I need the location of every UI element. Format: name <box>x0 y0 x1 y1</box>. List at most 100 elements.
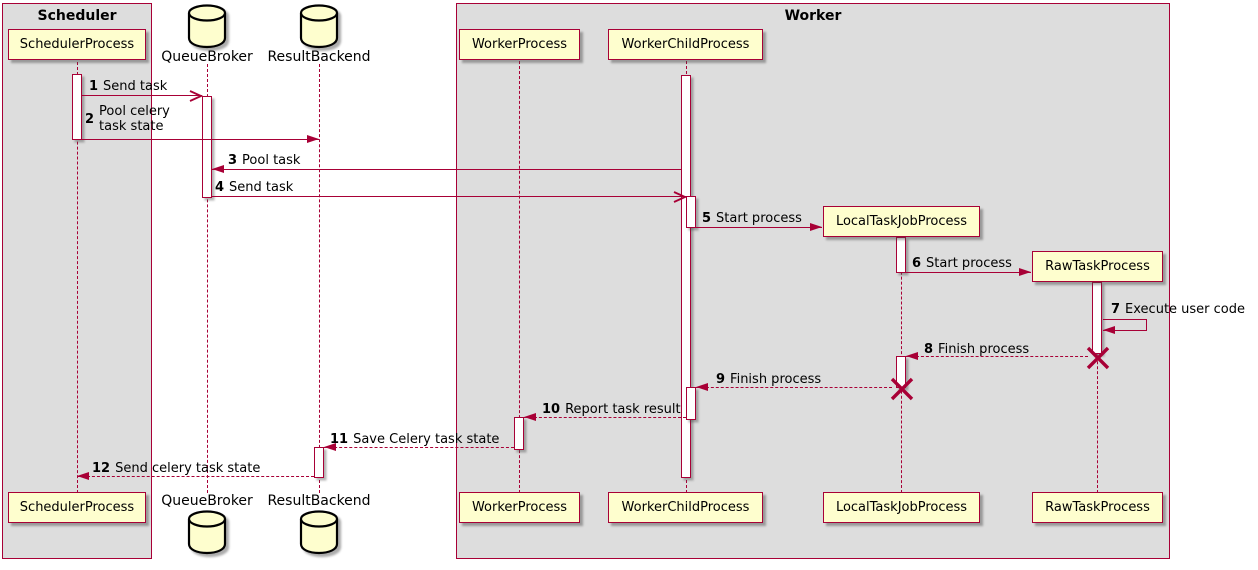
message-10-line <box>524 417 686 418</box>
message-7-self-loop <box>1103 319 1147 331</box>
activation-bar-worker-process <box>514 417 524 450</box>
activation-bar-queue-broker <box>202 96 212 198</box>
message-text: Report task result <box>565 402 681 417</box>
lifeline-result-backend <box>319 64 320 493</box>
participant-local-task-job-process-bottom: LocalTaskJobProcess <box>823 492 980 523</box>
participant-worker-child-process-bottom: WorkerChildProcess <box>608 492 763 523</box>
message-3-line <box>212 169 681 170</box>
message-text: Send task <box>103 79 168 94</box>
participant-label: SchedulerProcess <box>19 500 135 515</box>
destroy-x-icon-local-task-job <box>890 377 914 401</box>
message-6-arrowhead-icon <box>1019 268 1031 276</box>
queue-broker-label-top: QueueBroker <box>161 49 253 65</box>
message-2-label: 2 Pool celery task state <box>85 104 187 134</box>
participant-worker-process-top: WorkerProcess <box>459 29 580 60</box>
worker-group-title: Worker <box>784 8 842 24</box>
message-2-line <box>82 139 319 140</box>
activation-bar-scheduler <box>72 74 82 140</box>
message-1-label: 1 Send task <box>89 79 167 94</box>
queue-broker-database-icon <box>187 510 227 555</box>
activation-bar-raw-task <box>1092 282 1102 354</box>
message-9-line <box>696 387 892 388</box>
participant-label: WorkerChildProcess <box>621 500 750 515</box>
message-3-label: 3 Pool task <box>228 153 300 168</box>
message-6-line <box>906 272 1031 273</box>
message-number: 1 <box>89 79 99 94</box>
activation-bar-result-backend <box>314 447 324 478</box>
participant-label: WorkerProcess <box>471 37 568 52</box>
message-1-arrowhead-icon <box>189 90 203 102</box>
queue-broker-database-icon <box>187 4 227 49</box>
message-text: Send task <box>229 180 294 195</box>
message-9-label: 9 Finish process <box>716 372 821 387</box>
message-number: 4 <box>215 180 225 195</box>
message-8-label: 8 Finish process <box>924 342 1029 357</box>
message-text: Start process <box>926 256 1012 271</box>
message-text: Execute user code <box>1125 302 1246 317</box>
message-7-label: 7 Execute user code <box>1111 302 1245 317</box>
activation-bar-worker-child-nested1 <box>686 196 696 228</box>
message-number: 2 <box>85 111 95 127</box>
message-text: Save Celery task state <box>353 432 500 447</box>
participant-scheduler-process-top: SchedulerProcess <box>8 29 146 60</box>
participant-local-task-job-process-created: LocalTaskJobProcess <box>823 206 980 237</box>
message-4-label: 4 Send task <box>215 180 293 195</box>
participant-worker-process-bottom: WorkerProcess <box>459 492 580 523</box>
message-text: Pool celery task state <box>99 104 170 134</box>
participant-label: RawTaskProcess <box>1045 500 1150 515</box>
message-5-arrowhead-icon <box>810 223 822 231</box>
message-12-line <box>77 476 314 477</box>
message-number: 5 <box>702 211 712 226</box>
destroy-x-icon-raw-task <box>1086 346 1110 370</box>
lifeline-scheduler-process <box>77 62 78 493</box>
message-text: Send celery task state <box>115 461 261 476</box>
message-number: 10 <box>542 402 561 417</box>
participant-worker-child-process-top: WorkerChildProcess <box>608 29 763 60</box>
message-text: Finish process <box>938 342 1030 357</box>
scheduler-group-title: Scheduler <box>37 8 117 24</box>
message-2-arrowhead-icon <box>307 135 319 143</box>
message-4-arrowhead-icon <box>673 191 687 203</box>
message-text: Start process <box>716 211 802 226</box>
message-11-arrowhead-icon <box>324 443 336 451</box>
lifeline-worker-process <box>519 61 520 493</box>
message-text: Finish process <box>730 372 822 387</box>
message-8-line <box>906 356 1088 357</box>
message-5-label: 5 Start process <box>702 211 802 226</box>
message-text: Pool task <box>242 153 301 168</box>
message-5-line <box>696 227 822 228</box>
message-9-arrowhead-icon <box>696 383 708 391</box>
participant-label: SchedulerProcess <box>19 37 135 52</box>
message-1-line <box>82 95 202 96</box>
participant-label: WorkerProcess <box>471 500 568 515</box>
activation-bar-worker-child-main <box>681 75 691 478</box>
message-4-line <box>212 196 686 197</box>
participant-label: LocalTaskJobProcess <box>835 500 968 515</box>
activation-bar-local-task-job-1 <box>896 237 906 273</box>
message-3-arrowhead-icon <box>212 165 224 173</box>
activation-bar-worker-child-nested2 <box>686 387 696 420</box>
message-8-arrowhead-icon <box>906 352 918 360</box>
message-10-arrowhead-icon <box>524 413 536 421</box>
participant-scheduler-process-bottom: SchedulerProcess <box>8 492 146 523</box>
participant-label: WorkerChildProcess <box>621 37 750 52</box>
lifeline-raw-task-process <box>1097 282 1098 493</box>
message-11-label: 11 Save Celery task state <box>330 432 499 447</box>
result-backend-label-bottom: ResultBackend <box>267 493 371 509</box>
message-number: 12 <box>92 461 111 476</box>
message-number: 3 <box>228 153 238 168</box>
result-backend-label-top: ResultBackend <box>267 49 371 65</box>
participant-raw-task-process-bottom: RawTaskProcess <box>1032 492 1163 523</box>
participant-label: LocalTaskJobProcess <box>835 214 968 229</box>
message-number: 8 <box>924 342 934 357</box>
result-backend-database-icon <box>299 4 339 49</box>
result-backend-database-icon <box>299 510 339 555</box>
participant-raw-task-process-created: RawTaskProcess <box>1032 251 1163 282</box>
message-10-label: 10 Report task result <box>542 402 681 417</box>
message-7-arrowhead-icon <box>1103 326 1115 334</box>
message-12-arrowhead-icon <box>77 472 89 480</box>
message-number: 7 <box>1111 302 1121 317</box>
message-6-label: 6 Start process <box>912 256 1012 271</box>
lifeline-queue-broker <box>207 64 208 493</box>
